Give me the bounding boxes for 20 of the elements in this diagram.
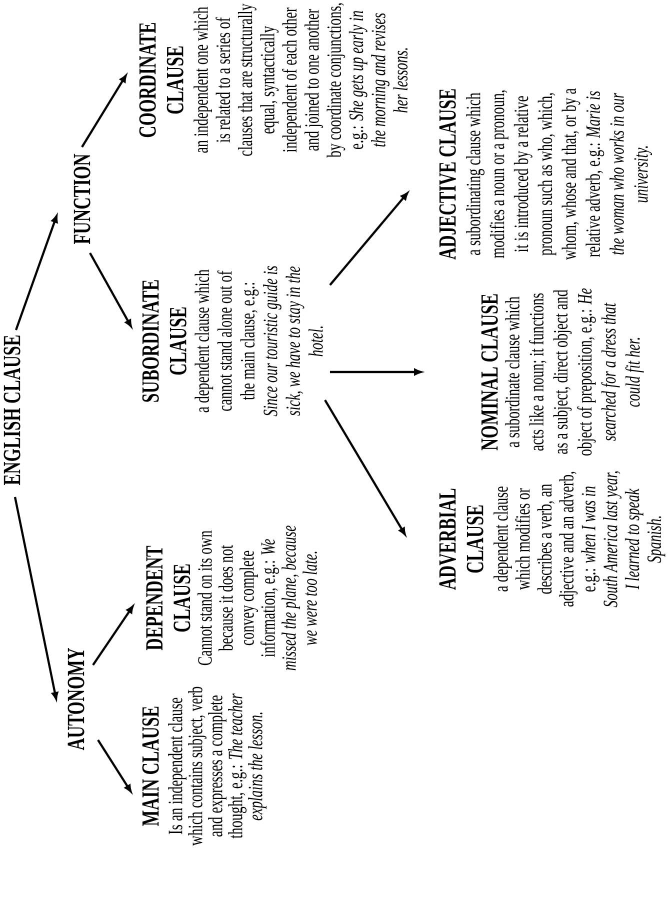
clause-heading: DEPENDENT CLAUSE (146, 546, 190, 650)
definition-text: a subordinate clause which acts like a noun; it functions as a subject, direct object and object of preposition, e.g.: He searched for a dress that could fit her. (505, 288, 644, 456)
clause-heading: SUBORDINATE CLAUSE (142, 280, 186, 402)
definition-text: a dependent clause which cannot stand alone out of the main clause, e.g.: Since our touristic guide is sick, we have to stay in the hotel. (194, 266, 323, 416)
arrow (89, 252, 132, 328)
arrow (97, 739, 132, 792)
clause-heading: MAIN CLAUSE (142, 706, 159, 826)
arrow (92, 606, 134, 666)
clause-heading: NOMINAL CLAUSE (481, 294, 498, 450)
root-label: ENGLISH CLAUSE (4, 336, 20, 486)
arrow (14, 496, 58, 700)
branch-label: FUNCTION (74, 154, 90, 244)
arrow (14, 215, 58, 330)
arrow (81, 74, 127, 148)
clause-heading: ADJECTIVE CLAUSE (439, 89, 456, 260)
clause-heading: COORDINATE CLAUSE (139, 22, 184, 138)
arrow (324, 399, 406, 536)
arrow (329, 192, 408, 286)
branch-label: AUTONOMY (68, 648, 84, 750)
clause-heading: ADVERBIAL CLAUSE (439, 488, 484, 590)
